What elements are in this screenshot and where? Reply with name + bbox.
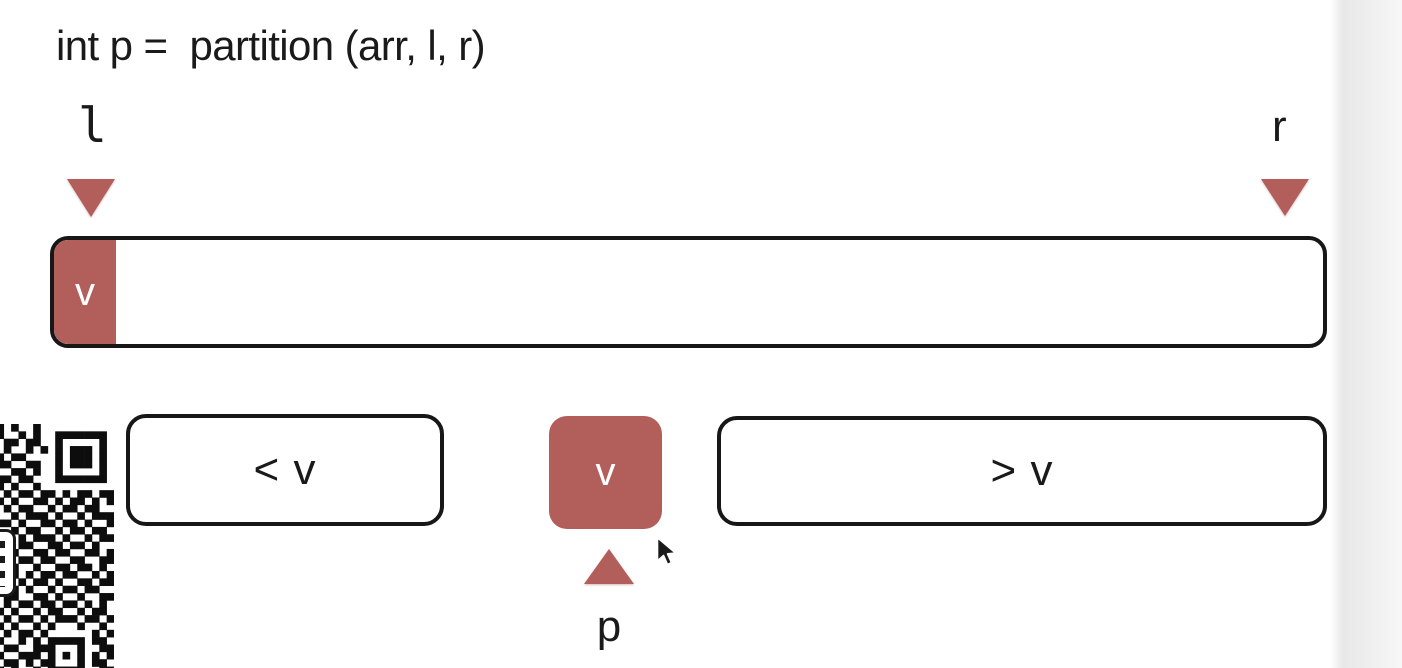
mouse-cursor-icon bbox=[656, 536, 677, 566]
qr-side-tab bbox=[0, 529, 16, 597]
array-pivot-cell-label: v bbox=[75, 269, 95, 314]
pivot-index-label: p bbox=[596, 602, 622, 651]
less-than-pivot-box: < v bbox=[126, 414, 444, 526]
pivot-pointer-up-icon bbox=[584, 549, 634, 584]
page-edge-gradient bbox=[1330, 0, 1402, 668]
array-pivot-cell: v bbox=[54, 240, 116, 344]
less-than-pivot-label: < v bbox=[253, 445, 317, 494]
greater-than-pivot-box: > v bbox=[717, 416, 1327, 526]
left-index-label: l bbox=[78, 98, 107, 154]
array-box: v bbox=[50, 236, 1327, 348]
right-pointer-down-icon bbox=[1261, 179, 1309, 216]
code-title: int p = partition (arr, l, r) bbox=[56, 22, 486, 69]
qr-code bbox=[0, 424, 114, 668]
right-index-label: r bbox=[1272, 102, 1287, 151]
qr-side-tab-marks bbox=[0, 541, 5, 587]
pivot-box: v bbox=[549, 416, 662, 529]
left-pointer-down-icon bbox=[67, 179, 115, 217]
greater-than-pivot-label: > v bbox=[990, 446, 1054, 495]
pivot-box-label: v bbox=[595, 450, 616, 494]
